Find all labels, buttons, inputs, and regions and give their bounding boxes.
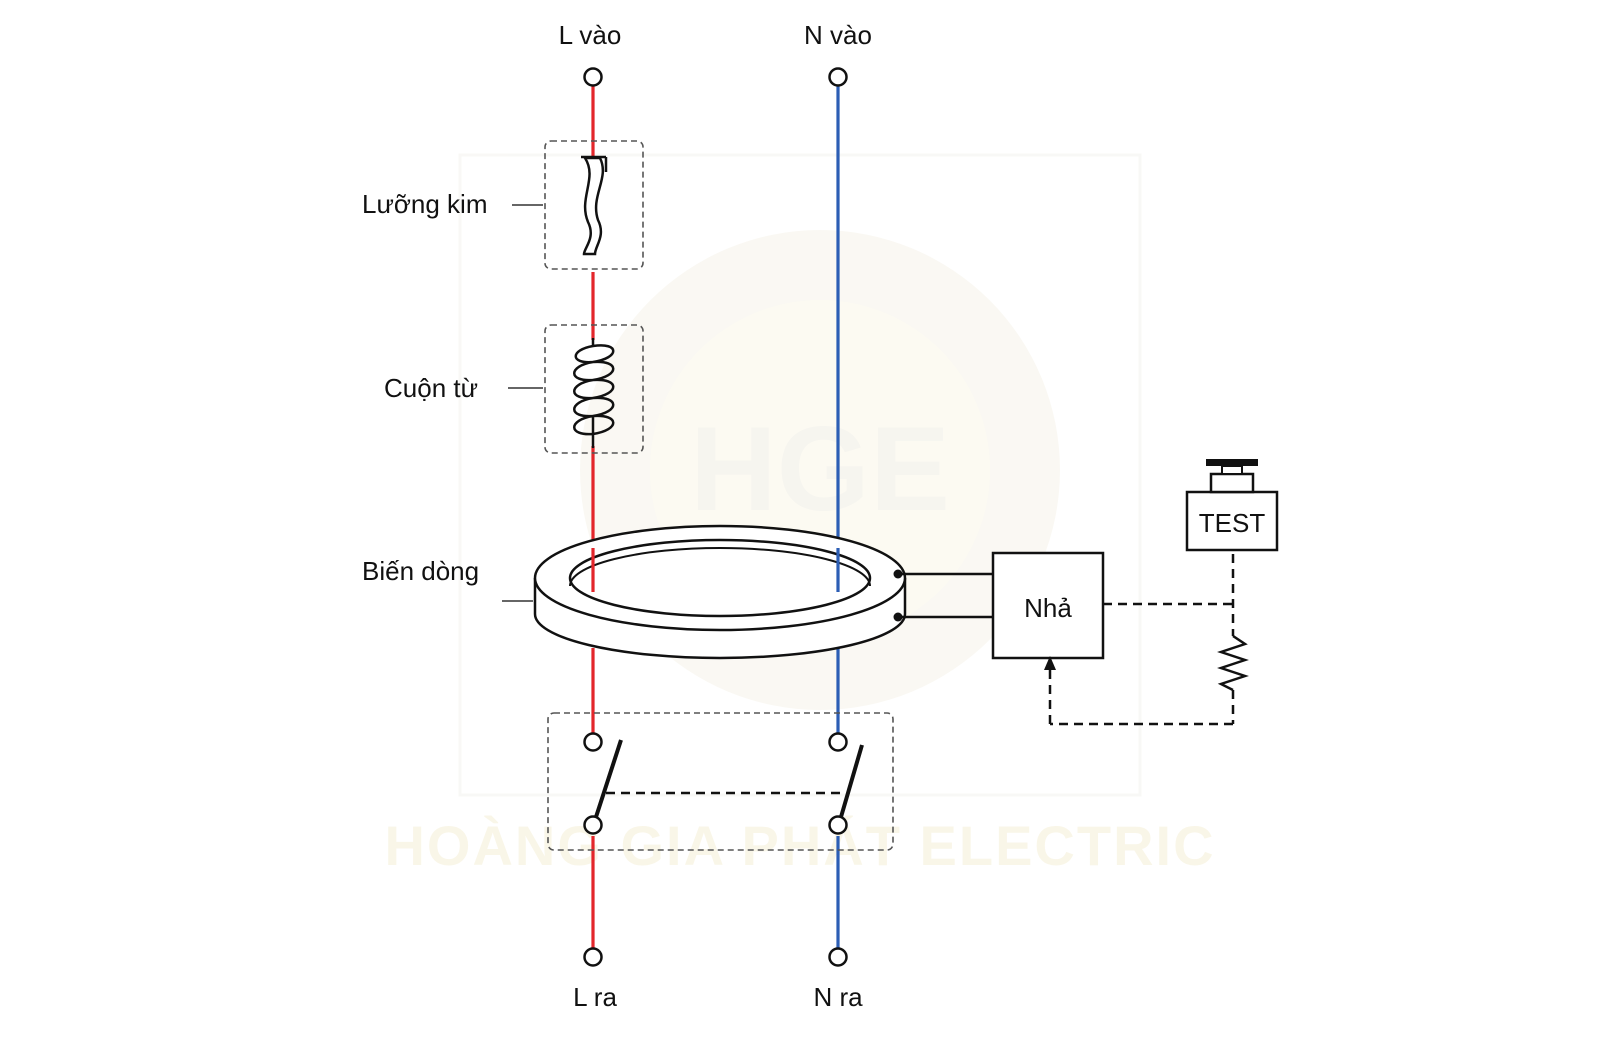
terminal-icon xyxy=(583,947,603,967)
coil-icon xyxy=(573,338,615,448)
arrow-up-icon xyxy=(1044,656,1056,670)
switch-blade-l xyxy=(594,739,623,818)
label-n-in: N vào xyxy=(804,20,872,50)
bimetal-element: Lưỡng kim xyxy=(362,140,644,270)
push-button-cap xyxy=(1206,459,1258,466)
label-l-in: L vào xyxy=(559,20,622,50)
label-l-out: L ra xyxy=(573,982,617,1012)
label-transformer: Biến dòng xyxy=(362,556,479,586)
toroid-hole xyxy=(568,538,872,618)
terminal-icon xyxy=(828,67,848,87)
push-button-stem xyxy=(1209,472,1255,494)
switch-contact-icon xyxy=(583,815,603,835)
current-transformer: Biến dòng xyxy=(362,524,907,660)
watermark: HGE HOÀNG GIA PHÁT ELECTRIC xyxy=(384,153,1215,877)
toroid-inner-wall xyxy=(569,547,871,587)
ct-secondary-dot-2 xyxy=(893,612,903,622)
push-button-neck xyxy=(1221,465,1243,475)
label-coil: Cuộn từ xyxy=(384,373,478,403)
switch-box xyxy=(547,712,894,851)
bimetal-box xyxy=(544,140,644,270)
coil-box xyxy=(544,324,644,454)
watermark-company: HOÀNG GIA PHÁT ELECTRIC xyxy=(384,814,1215,877)
label-n-out: N ra xyxy=(813,982,863,1012)
main-contacts xyxy=(547,712,894,851)
label-release: Nhả xyxy=(1024,593,1072,623)
terminal-icon xyxy=(583,67,603,87)
switch-contact-icon xyxy=(828,815,848,835)
release-box xyxy=(991,551,1105,660)
test-circuit: TEST xyxy=(1044,459,1279,726)
watermark-logo-text: HGE xyxy=(690,402,950,536)
ct-secondary-dot-1 xyxy=(893,569,903,579)
switch-blade-n xyxy=(839,744,864,818)
switch-contact-icon xyxy=(583,732,603,752)
watermark-frame xyxy=(458,153,1142,797)
release-unit: Nhả xyxy=(893,551,1105,660)
label-test: TEST xyxy=(1199,508,1266,538)
resistor-icon xyxy=(1217,634,1249,692)
bimetal-strip-icon xyxy=(582,156,605,256)
label-bimetal: Lưỡng kim xyxy=(362,189,488,219)
push-button-icon xyxy=(1206,459,1258,494)
test-button-box xyxy=(1185,490,1279,552)
switch-contact-icon xyxy=(828,732,848,752)
terminal-icon xyxy=(828,947,848,967)
coil-element: Cuộn từ xyxy=(384,324,644,454)
